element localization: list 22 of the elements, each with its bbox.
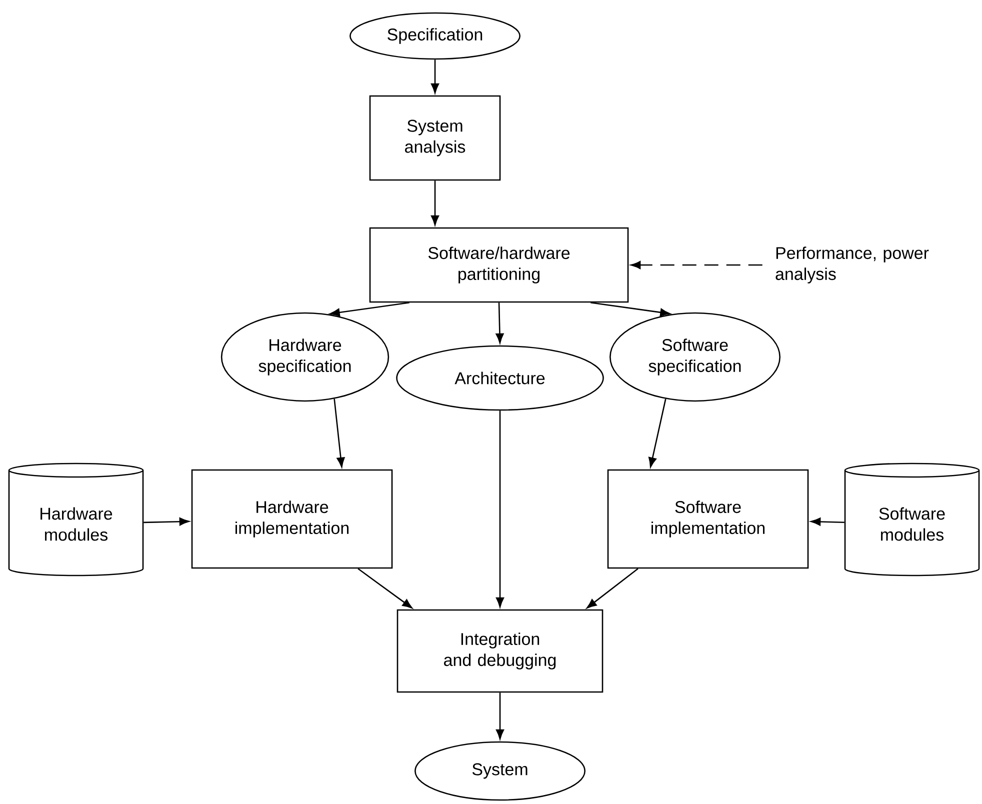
process-box: Software implementation <box>607 469 809 569</box>
arrow <box>430 60 440 94</box>
arrow <box>810 518 844 526</box>
arrow <box>430 180 440 226</box>
arrow <box>586 568 638 608</box>
arrow <box>496 410 504 608</box>
library-cylinder: Software modules <box>844 462 980 576</box>
arrow <box>630 260 762 270</box>
arrow <box>496 302 504 344</box>
arrow <box>648 398 666 468</box>
arrow <box>334 398 345 468</box>
process-box: Software/hardware partitioning <box>369 227 629 303</box>
arrow <box>496 692 504 740</box>
process-box: Integration and debugging <box>396 609 604 693</box>
arrow <box>144 518 190 526</box>
arrow <box>358 568 412 608</box>
process-box: System analysis <box>369 95 501 181</box>
process-box: Hardware implementation <box>191 469 393 569</box>
arrow <box>330 302 410 316</box>
library-cylinder: Hardware modules <box>8 462 144 576</box>
arrow <box>590 302 670 316</box>
note-text: Performance, power analysis <box>776 246 929 284</box>
